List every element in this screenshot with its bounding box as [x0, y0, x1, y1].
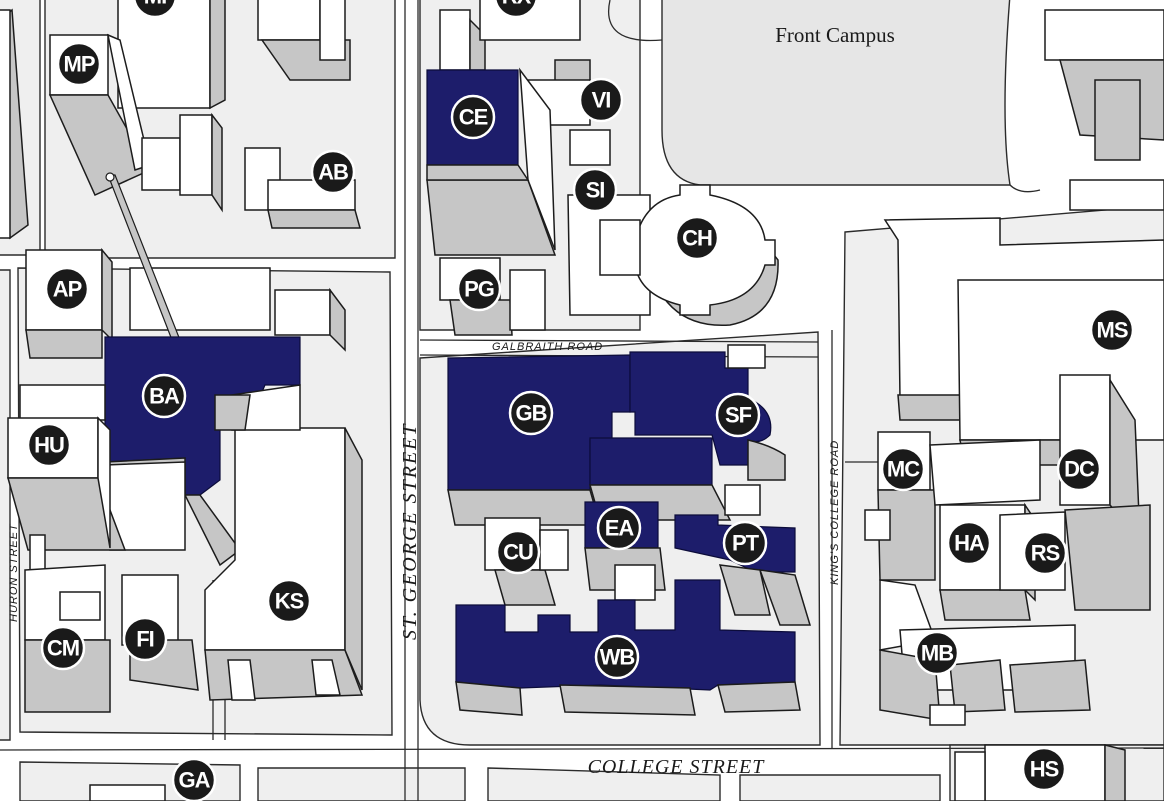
- label-MI[interactable]: MI: [133, 0, 177, 19]
- label-HA[interactable]: HA: [946, 520, 992, 566]
- svg-text:BA: BA: [149, 384, 180, 409]
- label-DC[interactable]: DC: [1056, 446, 1102, 492]
- svg-text:KS: KS: [275, 589, 304, 614]
- label-HS[interactable]: HS: [1021, 746, 1067, 792]
- svg-text:HS: HS: [1030, 757, 1059, 782]
- svg-text:PT: PT: [732, 531, 760, 556]
- label-MC[interactable]: MC: [880, 446, 926, 492]
- label-MP[interactable]: MP: [56, 41, 102, 87]
- label-CH[interactable]: CH: [674, 215, 720, 261]
- label-GB[interactable]: GB: [508, 390, 554, 436]
- street-st-george: ST. GEORGE STREET: [399, 422, 421, 640]
- building-labels: MI RX MP CE VI AB SI CH AP PG MS BA GB S…: [26, 0, 1135, 801]
- label-AP[interactable]: AP: [44, 266, 90, 312]
- svg-text:MI: MI: [144, 0, 166, 9]
- label-AB[interactable]: AB: [310, 149, 356, 195]
- label-PT[interactable]: PT: [722, 520, 768, 566]
- label-CE[interactable]: CE: [450, 94, 496, 140]
- label-RS[interactable]: RS: [1022, 530, 1068, 576]
- street-college: COLLEGE STREET: [588, 756, 766, 778]
- svg-text:MC: MC: [887, 457, 920, 482]
- front-campus-label: Front Campus: [775, 23, 895, 47]
- front-campus: [608, 0, 1041, 193]
- svg-text:RX: RX: [502, 0, 532, 9]
- building-CH[interactable]: [599, 184, 779, 326]
- svg-text:MB: MB: [921, 641, 953, 666]
- label-CU[interactable]: CU: [495, 529, 541, 575]
- buildings-northwest: [0, 0, 361, 359]
- street-kings-college-road: KING'S COLLEGE ROAD: [829, 440, 841, 585]
- label-RX[interactable]: RX: [494, 0, 538, 19]
- svg-text:DC: DC: [1064, 457, 1095, 482]
- svg-text:MS: MS: [1097, 318, 1128, 343]
- svg-text:GA: GA: [179, 768, 211, 793]
- label-KS[interactable]: KS: [266, 578, 312, 624]
- label-MS[interactable]: MS: [1089, 307, 1135, 353]
- svg-text:GB: GB: [516, 401, 547, 426]
- label-PG[interactable]: PG: [456, 266, 502, 312]
- svg-text:FI: FI: [136, 627, 154, 652]
- svg-text:EA: EA: [605, 516, 635, 541]
- label-WB[interactable]: WB: [594, 634, 640, 680]
- label-SF[interactable]: SF: [715, 392, 761, 438]
- svg-text:HU: HU: [34, 433, 64, 458]
- label-GA[interactable]: GA: [171, 757, 217, 801]
- label-SI[interactable]: SI: [572, 167, 618, 213]
- svg-text:PG: PG: [464, 277, 494, 302]
- svg-text:CE: CE: [459, 105, 488, 130]
- label-HU[interactable]: HU: [26, 422, 72, 468]
- street-galbraith: GALBRAITH ROAD: [492, 341, 603, 353]
- label-FI[interactable]: FI: [122, 616, 168, 662]
- svg-text:SI: SI: [586, 178, 605, 203]
- label-EA[interactable]: EA: [596, 505, 642, 551]
- label-VI[interactable]: VI: [578, 77, 624, 123]
- label-CM[interactable]: CM: [40, 625, 86, 671]
- svg-text:SF: SF: [725, 403, 752, 428]
- svg-text:MP: MP: [64, 52, 95, 77]
- svg-text:RS: RS: [1031, 541, 1060, 566]
- svg-text:HA: HA: [954, 531, 985, 556]
- svg-text:CH: CH: [682, 226, 712, 251]
- svg-text:VI: VI: [592, 88, 611, 113]
- svg-text:CU: CU: [503, 540, 533, 565]
- label-MB[interactable]: MB: [914, 630, 960, 676]
- label-BA[interactable]: BA: [141, 373, 187, 419]
- svg-text:CM: CM: [47, 636, 79, 661]
- svg-text:AB: AB: [318, 160, 348, 185]
- svg-text:AP: AP: [53, 277, 82, 302]
- street-huron: HURON STREET: [8, 523, 20, 622]
- mp-marker: [105, 172, 115, 182]
- building-WB[interactable]: [455, 579, 801, 716]
- svg-text:WB: WB: [600, 645, 635, 670]
